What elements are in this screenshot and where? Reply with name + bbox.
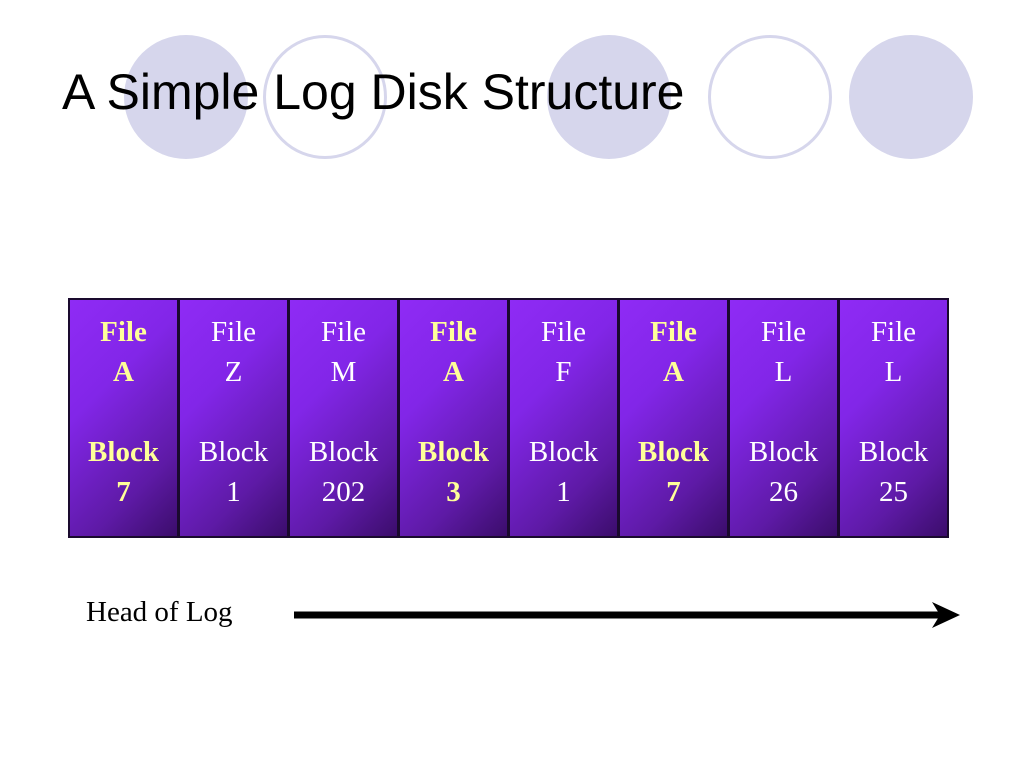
block-file-id: M	[330, 356, 357, 388]
log-block-7: File L Block 26	[728, 298, 839, 538]
right-arrow-icon	[294, 602, 960, 628]
block-file-label: File	[430, 316, 477, 348]
arrow-head	[932, 602, 960, 628]
block-file-id: L	[884, 356, 903, 388]
block-file-label: File	[870, 316, 917, 348]
log-block-6: File A Block 7	[618, 298, 729, 538]
block-label: Block	[198, 436, 269, 468]
log-block-3: File M Block 202	[288, 298, 399, 538]
block-number: 202	[321, 476, 366, 508]
block-number: 1	[226, 476, 241, 508]
decorative-circle-3	[547, 35, 671, 159]
slide-title: A Simple Log Disk Structure	[62, 64, 685, 120]
log-disk-row: File A Block 7 File Z Block 1 File M Blo…	[68, 298, 956, 538]
block-label: Block	[88, 436, 159, 468]
block-number: 25	[879, 476, 908, 508]
block-label: Block	[638, 436, 709, 468]
log-block-1: File A Block 7	[68, 298, 179, 538]
block-file-label: File	[210, 316, 257, 348]
block-number: 7	[666, 476, 681, 508]
log-block-2: File Z Block 1	[178, 298, 289, 538]
decorative-circle-5	[849, 35, 973, 159]
decorative-circle-4	[708, 35, 832, 159]
head-of-log-label: Head of Log	[86, 596, 233, 628]
block-file-id: A	[663, 356, 684, 388]
decorative-circle-2	[263, 35, 387, 159]
block-file-label: File	[320, 316, 367, 348]
block-file-label: File	[760, 316, 807, 348]
block-file-id: A	[443, 356, 464, 388]
decorative-circle-1	[124, 35, 248, 159]
block-number: 7	[116, 476, 131, 508]
block-file-id: F	[555, 356, 572, 388]
block-file-label: File	[540, 316, 587, 348]
block-file-label: File	[100, 316, 147, 348]
log-block-5: File F Block 1	[508, 298, 619, 538]
block-label: Block	[418, 436, 489, 468]
block-file-label: File	[650, 316, 697, 348]
block-label: Block	[858, 436, 929, 468]
block-number: 3	[446, 476, 461, 508]
block-number: 1	[556, 476, 571, 508]
log-block-8: File L Block 25	[838, 298, 949, 538]
block-label: Block	[528, 436, 599, 468]
log-block-4: File A Block 3	[398, 298, 509, 538]
block-file-id: L	[774, 356, 793, 388]
block-file-id: A	[113, 356, 134, 388]
block-label: Block	[308, 436, 379, 468]
block-label: Block	[748, 436, 819, 468]
block-number: 26	[769, 476, 798, 508]
block-file-id: Z	[224, 356, 243, 388]
